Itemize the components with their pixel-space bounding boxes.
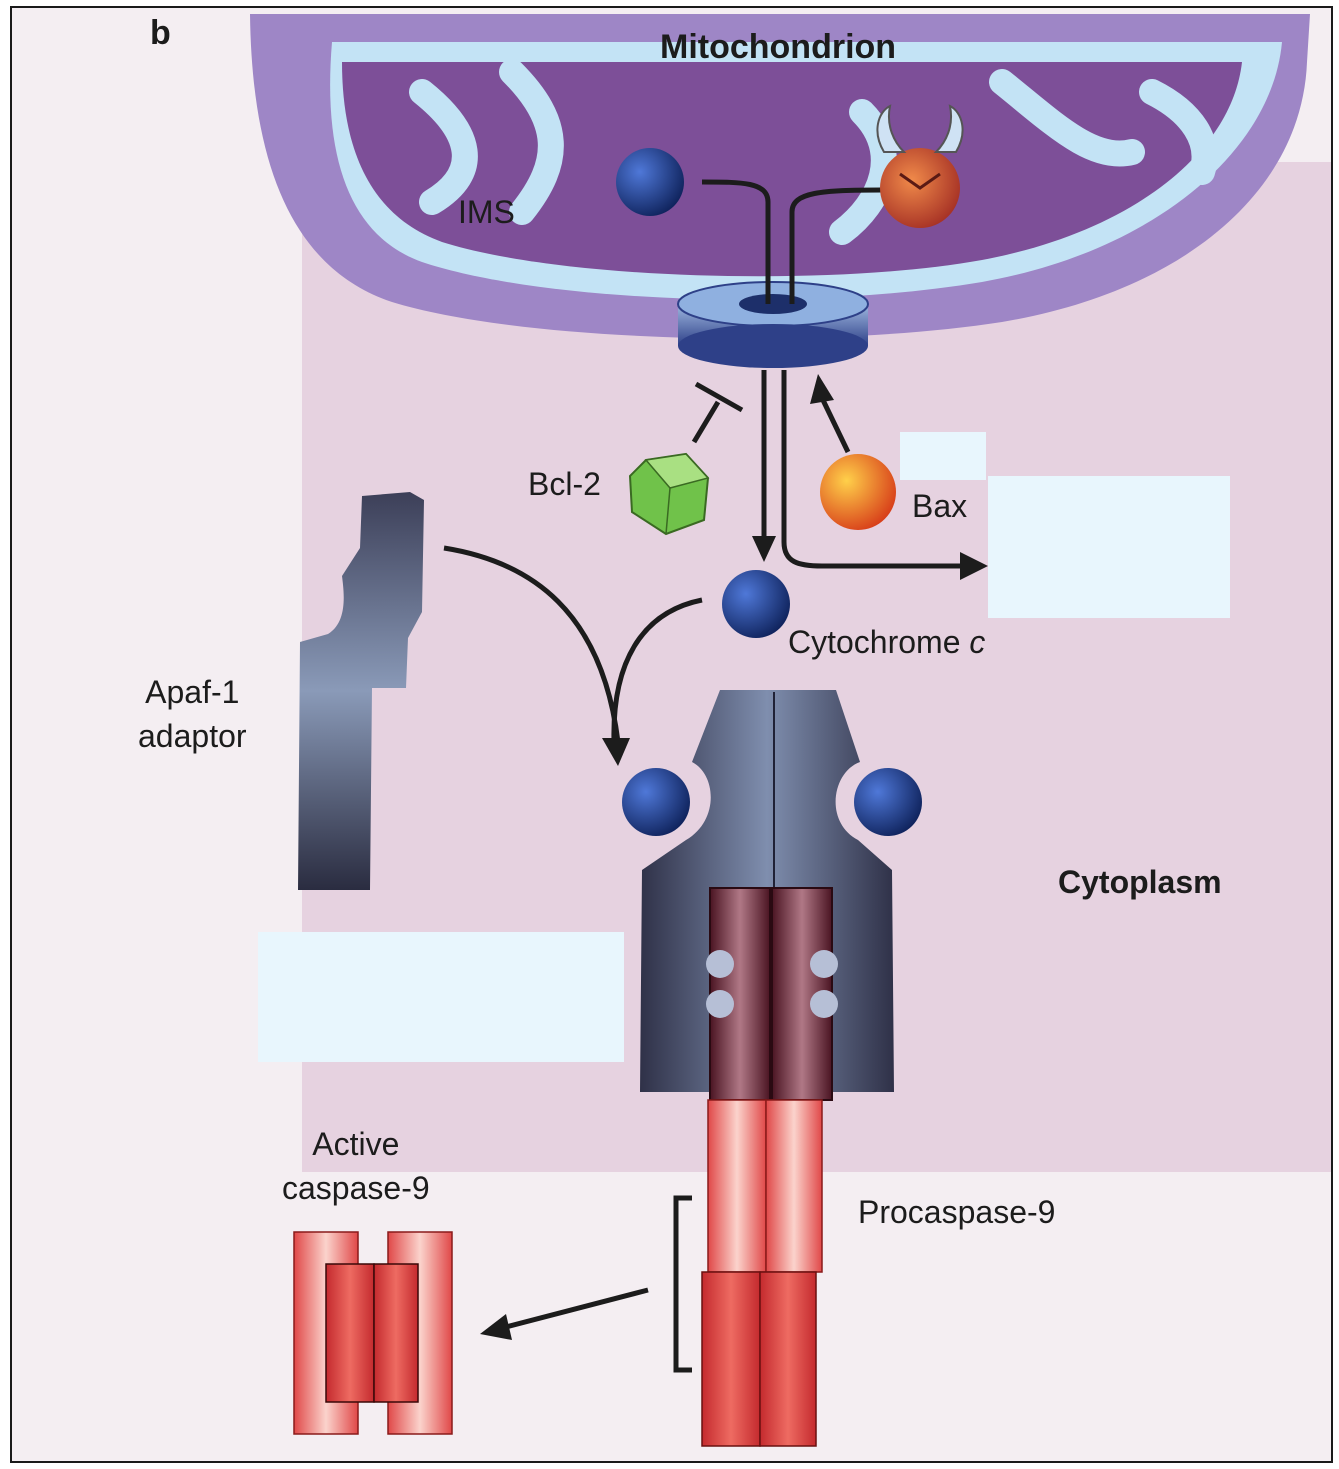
blank-box-right [988,476,1230,618]
blank-box-left [258,932,624,1062]
mitochondrion-label: Mitochondrion [660,28,896,67]
ims-label: IMS [458,194,515,231]
active-caspase-9-shape [294,1232,452,1434]
cleavage-arrow [502,1290,648,1328]
bax-ball [820,454,896,530]
ims-cytochrome-ball [616,148,684,216]
panel-label: b [150,14,171,53]
blank-box-small [900,432,986,480]
procaspase-bracket [676,1198,692,1370]
cytoplasm-label: Cytoplasm [1058,864,1222,901]
cytochrome-c-label: Cytochrome c [788,624,985,661]
procaspase-label: Procaspase-9 [858,1194,1055,1231]
apaf1-label-line1: Apaf-1 [138,670,247,714]
procaspase-9-shape [702,1100,822,1446]
procaspase-9-bound [706,888,838,1100]
active-caspase-label-line2: caspase-9 [282,1166,430,1210]
bax-label: Bax [912,488,967,525]
bcl2-label: Bcl-2 [528,466,601,503]
figure-frame: b Mitochondrion IMS Bcl-2 Bax Cytochrome… [10,6,1333,1463]
cytochrome-c-ball [722,570,790,638]
pore-complex [678,282,868,368]
apoptosome-cytochrome-right [854,768,922,836]
apoptosome-cytochrome-left [622,768,690,836]
apaf1-label: Apaf-1 adaptor [138,670,247,758]
cytochrome-c-italic: c [969,624,985,660]
active-caspase-label-line1: Active [282,1122,430,1166]
apaf1-label-line2: adaptor [138,714,247,758]
active-caspase-label: Active caspase-9 [282,1122,430,1210]
